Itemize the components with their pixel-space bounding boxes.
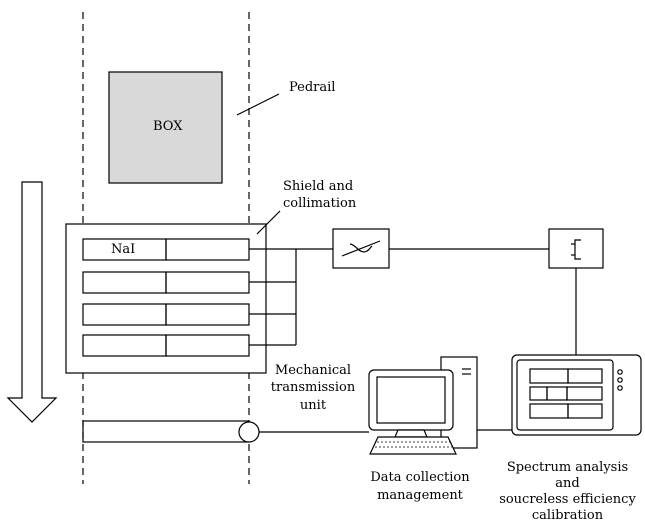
pc-stand [394,429,428,438]
tablet-cell-7 [567,403,603,419]
tablet-button-1 [617,369,623,375]
spectrum-line1: Spectrum analysis [506,460,629,475]
amplifier-curve [349,243,373,253]
tablet-outer [511,354,642,436]
tablet-button-3 [617,385,623,391]
pc-keyboard [369,436,457,455]
spectrum-line2: and [555,476,580,491]
mechanical-label-line3: unit [299,398,327,413]
tablet-cell-3 [529,386,548,401]
shield-pointer [256,210,281,235]
motion-arrow [6,181,58,423]
spectrum-line4: calibration [531,508,604,523]
spectrum-line3: soucreless efficiency [499,492,636,507]
tablet-cell-5 [566,386,603,401]
shield-label-line2: collimation [283,196,357,211]
mechanical-label-line1: Mechanical [274,363,352,378]
pedrail-label: Pedrail [289,80,336,95]
pc-screen [376,376,446,424]
data-collection-line2: management [377,488,463,503]
tablet-button-2 [617,377,623,383]
data-collection-line1: Data collection [370,470,470,485]
box-label: BOX [153,119,183,134]
pedrail-pointer [236,93,280,116]
amplifier-line [341,240,381,257]
nai-label: NaI [111,242,136,257]
transmission-wheel [238,421,260,443]
box-shape [108,71,223,184]
tablet-inner [516,359,614,431]
mca-box [548,228,604,269]
tablet-cell-1 [529,368,569,384]
tablet-cell-4 [546,386,568,401]
mechanical-label-line2: transmission [270,380,356,395]
transmission-rail [82,420,250,443]
mca-symbol [574,239,581,260]
tablet-cell-6 [529,403,569,419]
tablet-cell-2 [567,368,603,384]
shield-label-line1: Shield and [283,179,354,194]
